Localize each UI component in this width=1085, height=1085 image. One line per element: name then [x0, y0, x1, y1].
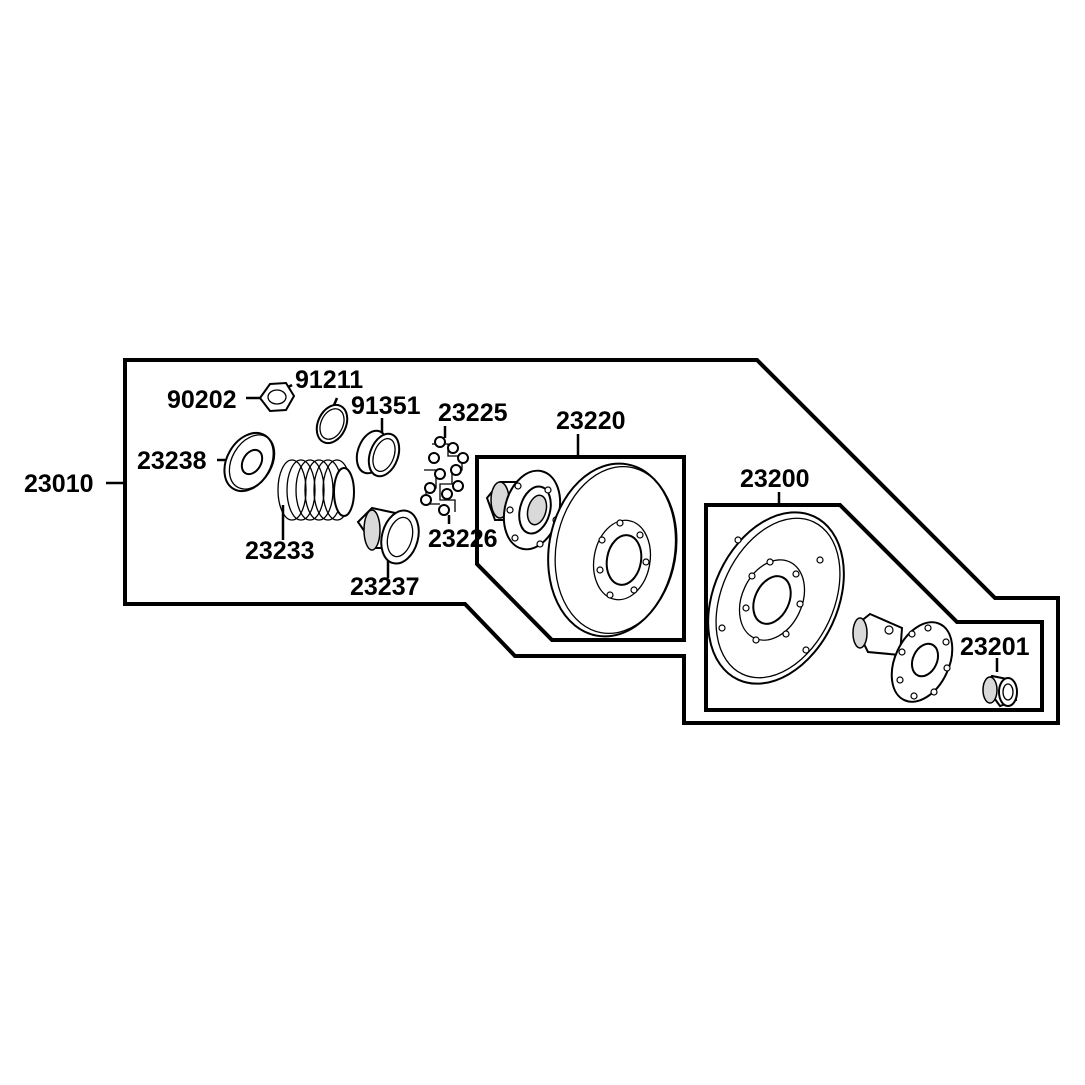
- circlip-91211: [315, 403, 349, 445]
- guide-23226: [485, 469, 562, 551]
- washer-23238: [223, 431, 276, 493]
- label-23220: 23220: [556, 407, 626, 435]
- fixed-face-shaft: [852, 612, 954, 703]
- label-23233: 23233: [245, 537, 315, 565]
- label-91351: 91351: [351, 392, 421, 420]
- label-23226: 23226: [428, 525, 498, 553]
- part-labels: 23010 90202 91211 91351 23225 23238 2323…: [24, 366, 1030, 661]
- label-23010: 23010: [24, 470, 94, 498]
- spring-23233: [277, 459, 355, 521]
- driven-face-frame: [475, 455, 686, 642]
- oring-91351: [355, 429, 401, 478]
- roller-weights-23225: [420, 436, 469, 516]
- label-23225: 23225: [438, 399, 508, 427]
- nut-90202: [258, 381, 296, 413]
- fixed-face-frame: [704, 503, 1044, 712]
- fixed-face-23200: [707, 511, 845, 685]
- label-23237: 23237: [350, 573, 420, 601]
- label-23238: 23238: [137, 447, 207, 475]
- label-23201: 23201: [960, 633, 1030, 661]
- label-23200: 23200: [740, 465, 810, 493]
- assembly-frame: [123, 358, 1060, 725]
- collar-23237: [356, 506, 420, 565]
- bushing-23201: [982, 674, 1018, 708]
- driven-face-23220: [547, 462, 678, 638]
- label-91211: 91211: [295, 366, 363, 394]
- label-90202: 90202: [167, 386, 237, 414]
